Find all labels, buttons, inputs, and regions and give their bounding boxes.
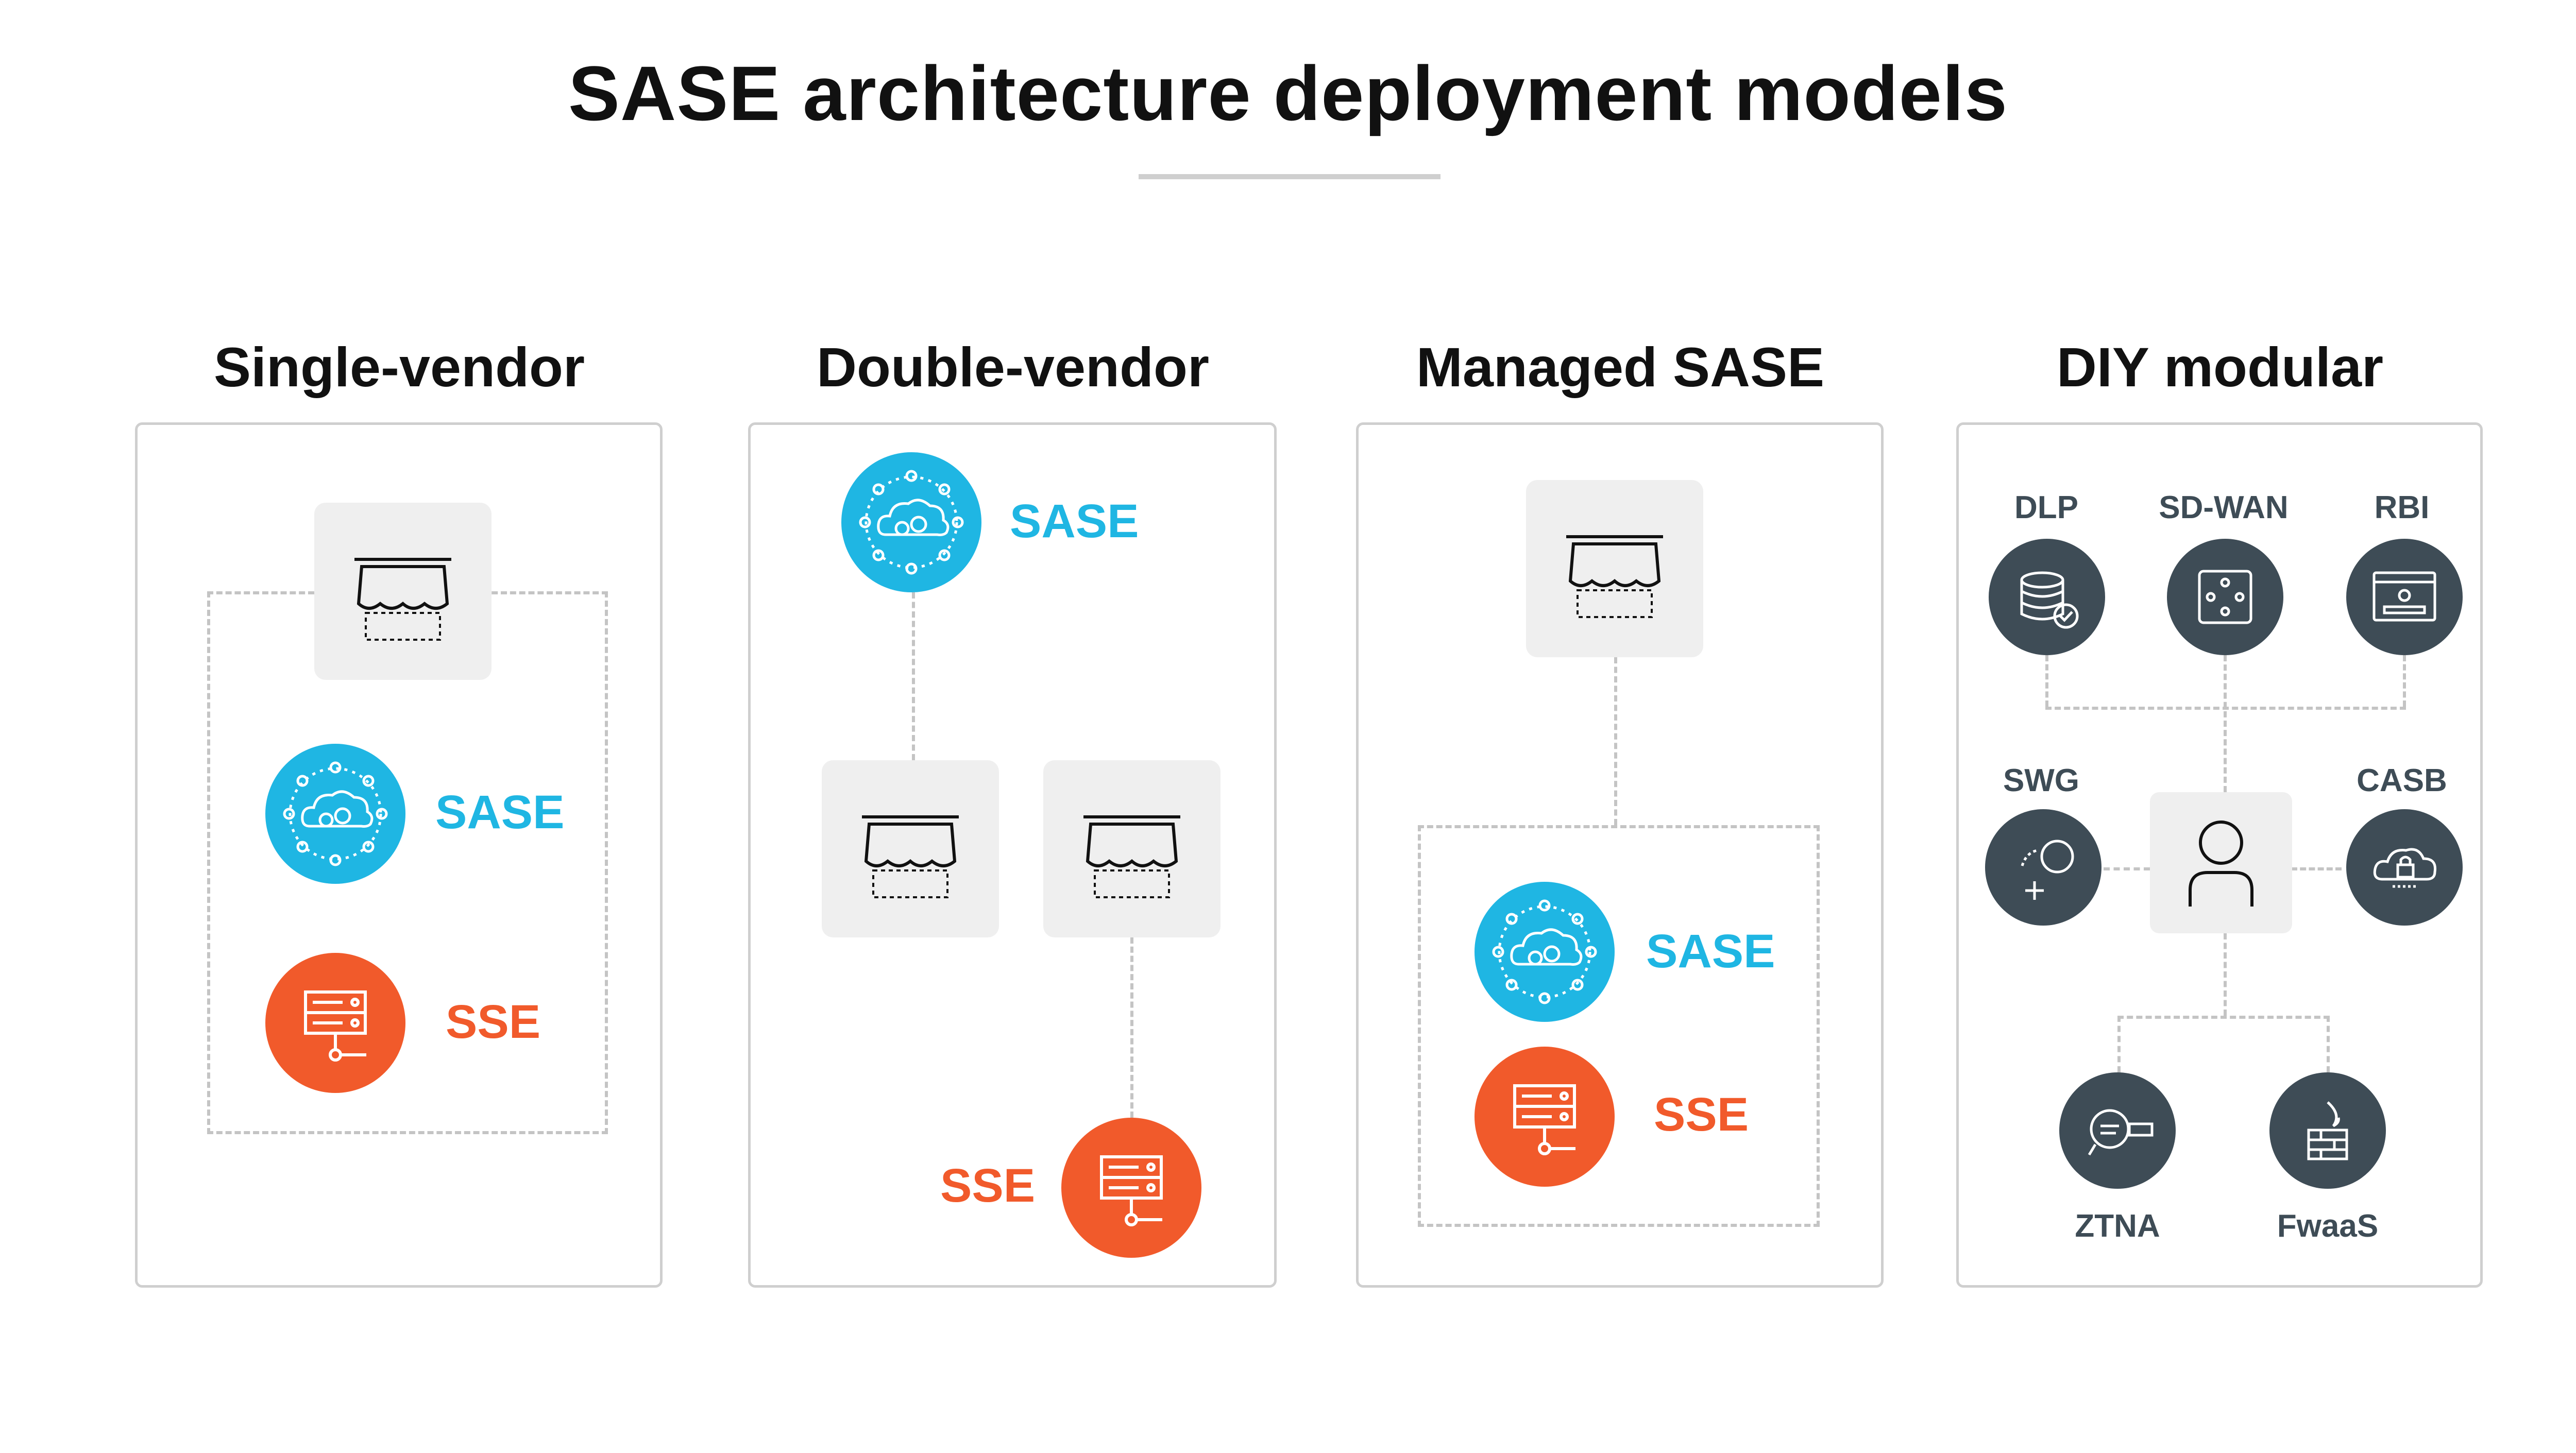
sd-wan-label: SD-WAN: [2159, 490, 2289, 525]
storefront-tile: [1043, 760, 1221, 937]
single-vendor-title: Single-vendor: [213, 336, 585, 398]
connector-line: [2117, 1016, 2121, 1072]
casb-label: CASB: [2357, 763, 2447, 798]
sse-label: SSE: [446, 996, 541, 1048]
cloud-network-icon: [283, 761, 388, 866]
double-vendor-panel: [748, 422, 1277, 1288]
swg-label: SWG: [2003, 763, 2080, 798]
managed-group: [1418, 825, 1820, 1227]
fwaas-circle: [2269, 1072, 2386, 1189]
sse-circle: [265, 953, 405, 1093]
connector-line: [2224, 933, 2227, 1016]
ztna-label: ZTNA: [2075, 1208, 2160, 1244]
sse-label: SSE: [940, 1159, 1036, 1212]
network-node-icon: [2198, 570, 2252, 624]
browser-window-icon: [2372, 571, 2436, 622]
server-stack-icon: [1513, 1084, 1576, 1155]
connector-line: [2403, 655, 2406, 707]
cloud-lock-icon: [2373, 848, 2437, 888]
casb-circle: [2346, 809, 2463, 926]
single-vendor-panel: [135, 422, 663, 1288]
storefront-icon: [862, 815, 959, 898]
sse-circle: [1061, 1118, 1201, 1258]
ztna-circle: [2059, 1072, 2176, 1189]
dlp-circle: [1989, 539, 2105, 655]
cloud-network-icon: [859, 470, 964, 575]
storefront-icon: [354, 558, 451, 641]
rbi-circle: [2346, 539, 2463, 655]
sase-label: SASE: [435, 786, 565, 839]
server-stack-icon: [304, 990, 367, 1062]
connector-line: [1130, 937, 1133, 1118]
chat-password-icon: [2088, 1109, 2154, 1156]
sase-circle: [1475, 882, 1615, 1022]
diy-modular-panel: [1956, 422, 2483, 1288]
user-tile: [2150, 792, 2292, 933]
title-underline: [1139, 174, 1440, 179]
user-icon: [2189, 820, 2253, 907]
dlp-label: DLP: [2014, 490, 2078, 525]
connector-line: [2224, 655, 2227, 792]
firewall-flame-icon: [2307, 1101, 2348, 1160]
globe-filter-icon: [2021, 840, 2074, 900]
swg-circle: [1985, 809, 2102, 926]
connector-line: [2045, 655, 2048, 707]
cloud-network-icon: [1492, 899, 1597, 1004]
connector-line: [2045, 707, 2406, 710]
storefront-tile: [822, 760, 999, 937]
page-title: SASE architecture deployment models: [568, 50, 2008, 136]
sse-label: SSE: [1654, 1088, 1749, 1141]
rbi-label: RBI: [2374, 490, 2430, 525]
sase-circle: [841, 452, 981, 592]
sd-wan-circle: [2167, 539, 2283, 655]
managed-sase-title: Managed SASE: [1416, 336, 1825, 398]
storefront-icon: [1566, 535, 1663, 618]
connector-line: [1614, 657, 1617, 825]
sse-circle: [1475, 1047, 1615, 1187]
sase-circle: [265, 744, 405, 884]
storefront-tile: [314, 503, 492, 680]
diy-modular-title: DIY modular: [2056, 336, 2384, 398]
connector-line: [2117, 1016, 2330, 1019]
sase-label: SASE: [1010, 495, 1139, 548]
connector-line: [912, 592, 915, 760]
connector-line: [2104, 867, 2150, 870]
server-stack-icon: [1100, 1155, 1163, 1226]
database-check-icon: [2020, 571, 2079, 629]
connector-line: [2327, 1016, 2330, 1072]
storefront-tile: [1526, 480, 1703, 657]
sase-label: SASE: [1646, 925, 1775, 978]
connector-line: [2291, 867, 2342, 870]
storefront-icon: [1083, 815, 1180, 898]
managed-sase-panel: [1356, 422, 1884, 1288]
double-vendor-title: Double-vendor: [816, 336, 1209, 398]
fwaas-label: FwaaS: [2277, 1208, 2379, 1244]
